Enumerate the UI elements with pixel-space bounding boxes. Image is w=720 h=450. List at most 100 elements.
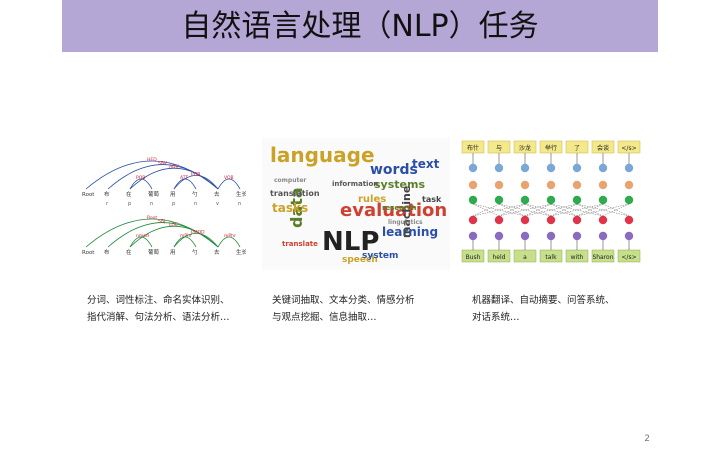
attention-edge (602, 203, 630, 217)
parse-tag: n (194, 201, 197, 207)
attention-edge (498, 203, 526, 217)
parse-arc-label: SBV (158, 161, 168, 167)
network-node (598, 195, 608, 205)
parse-arc-label: ADV (169, 164, 179, 170)
network-node (572, 215, 582, 225)
cloud-word: rules (358, 194, 386, 205)
parse-arc-label: HED (147, 157, 157, 163)
network-node (468, 231, 478, 241)
target-token: talk (545, 254, 557, 261)
cloud-word: words (370, 162, 418, 178)
network-node (494, 163, 504, 173)
caption-generation-line-1: 机器翻译、自动摘要、问答系统、 (472, 295, 615, 306)
parse-tag: n (150, 201, 153, 207)
parse-word: 葡萄 (148, 248, 160, 256)
network-node (546, 231, 556, 241)
source-token: 布什 (467, 144, 479, 152)
cloud-word: task (422, 195, 442, 204)
caption-generation-line-2: 对话系统… (472, 312, 520, 323)
attention-edge (524, 203, 552, 217)
parse-word: 用 (170, 191, 176, 198)
attention-edge (472, 203, 500, 217)
network-node (572, 180, 582, 190)
attention-edge (576, 203, 604, 217)
parse-arc-label: POB (191, 171, 200, 177)
parse-arc-label: PMOD (191, 229, 205, 235)
cloud-word: language (270, 143, 375, 167)
network-node (546, 163, 556, 173)
caption-generation: 机器翻译、自动摘要、问答系统、 对话系统… (472, 292, 652, 326)
parse-tag: n (238, 201, 241, 207)
parse-word: 去 (214, 248, 220, 256)
network-node (624, 231, 634, 241)
cloud-word: machine (400, 186, 413, 238)
attention-edge (576, 203, 604, 217)
cloud-word: system (362, 251, 398, 261)
cloud-word: NLP (322, 227, 379, 257)
cloud-background (262, 138, 450, 270)
source-token: 了 (574, 145, 580, 152)
network-node (520, 163, 530, 173)
attention-edge (550, 203, 578, 217)
attention-edge (602, 203, 630, 217)
parse-arc (129, 225, 219, 248)
network-node (494, 180, 504, 190)
attention-edge (472, 203, 526, 217)
parse-arc (107, 164, 219, 190)
attention-edge (576, 203, 630, 217)
network-node (572, 195, 582, 205)
parse-arc-label: POB (136, 175, 145, 181)
parse-arc-label: ATT (180, 175, 188, 181)
network-node (624, 195, 634, 205)
network-node (598, 215, 608, 225)
parse-word: 勺 (192, 190, 198, 198)
network-node (520, 215, 530, 225)
caption-text: 关键词抽取、文本分类、情感分析 与观点挖掘、信息抽取… (272, 292, 452, 326)
network-node (494, 215, 504, 225)
cloud-word: translation (270, 189, 320, 198)
source-token: </s> (621, 145, 636, 152)
attention-edge (472, 203, 500, 217)
cloud-word: tasks (272, 201, 308, 215)
parse-word: Root (82, 250, 95, 256)
cloud-word: systems (374, 178, 425, 191)
parse-word: 勺 (192, 248, 198, 256)
cloud-svg: languageevaluationNLPwordstextsystemsrul… (262, 138, 450, 270)
parse-word: 葡萄 (148, 190, 160, 198)
parse-arc (173, 175, 219, 190)
network-node (520, 180, 530, 190)
parse-arc (129, 167, 219, 190)
parse-arc (217, 236, 241, 248)
cloud-word: data (287, 187, 306, 228)
network-node (468, 215, 478, 225)
parse-arc (173, 233, 219, 248)
source-token: 举行 (545, 144, 557, 152)
parse-arc-label: nmod (136, 233, 149, 239)
network-node (468, 163, 478, 173)
target-token: held (493, 254, 506, 261)
parse-arc (129, 178, 153, 190)
parse-word: 在 (126, 190, 132, 198)
caption-parse: 分词、词性标注、命名实体识别、 指代消解、句法分析、语法分析… (87, 292, 257, 326)
network-node (494, 231, 504, 241)
source-token: 与 (496, 144, 502, 152)
parse-word: 在 (126, 248, 132, 256)
cloud-word: speech (342, 255, 378, 265)
cloud-word: linguistics (388, 219, 423, 226)
network-node (598, 231, 608, 241)
source-token: 沙龙 (519, 144, 531, 152)
network-node (494, 195, 504, 205)
page-number: 2 (644, 434, 650, 444)
network-node (546, 180, 556, 190)
attention-edge (576, 203, 630, 217)
cloud-word: learning (382, 225, 438, 239)
caption-parse-line-2: 指代消解、句法分析、语法分析… (87, 312, 230, 323)
cloud-word: computer (274, 177, 306, 184)
parse-arc-label: LOC (169, 222, 178, 228)
caption-text-line-2: 与观点挖掘、信息抽取… (272, 312, 377, 323)
